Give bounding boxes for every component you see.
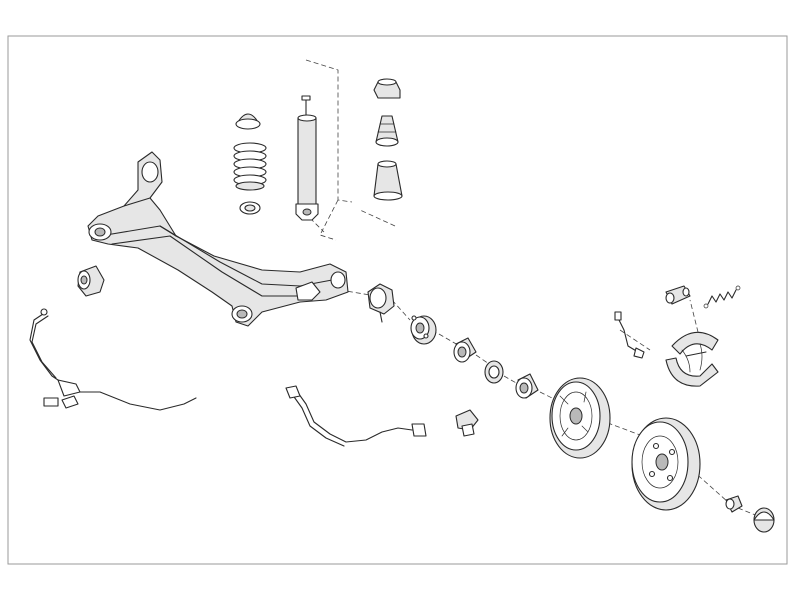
bearing-icon <box>515 373 539 399</box>
backing-plate-icon <box>549 377 611 459</box>
bushing-icon <box>77 265 105 297</box>
nut-icon <box>373 78 401 99</box>
cable-icon <box>285 385 427 447</box>
spring-icon <box>703 285 741 309</box>
shock-absorber-icon <box>295 95 319 221</box>
diagram-border <box>7 35 788 565</box>
axle-beam-icon <box>87 151 349 327</box>
stub-axle-icon <box>367 283 395 323</box>
brake-shoe-icon <box>665 331 719 387</box>
coil-spring-icon <box>233 142 267 191</box>
brake-line-icon <box>614 311 645 359</box>
cylinder-icon <box>665 285 691 305</box>
cable-icon <box>29 308 197 411</box>
hub-icon <box>410 315 437 345</box>
ring-icon <box>239 201 261 215</box>
cap-icon <box>235 113 261 130</box>
seal-icon <box>484 360 504 384</box>
boot-icon <box>375 115 399 147</box>
bearing-icon <box>453 337 477 363</box>
brake-drum-icon <box>631 417 701 511</box>
hub-cap-icon <box>753 507 775 533</box>
connector-icon <box>455 409 479 437</box>
sleeve-icon <box>373 160 403 201</box>
nut-icon <box>725 495 743 513</box>
